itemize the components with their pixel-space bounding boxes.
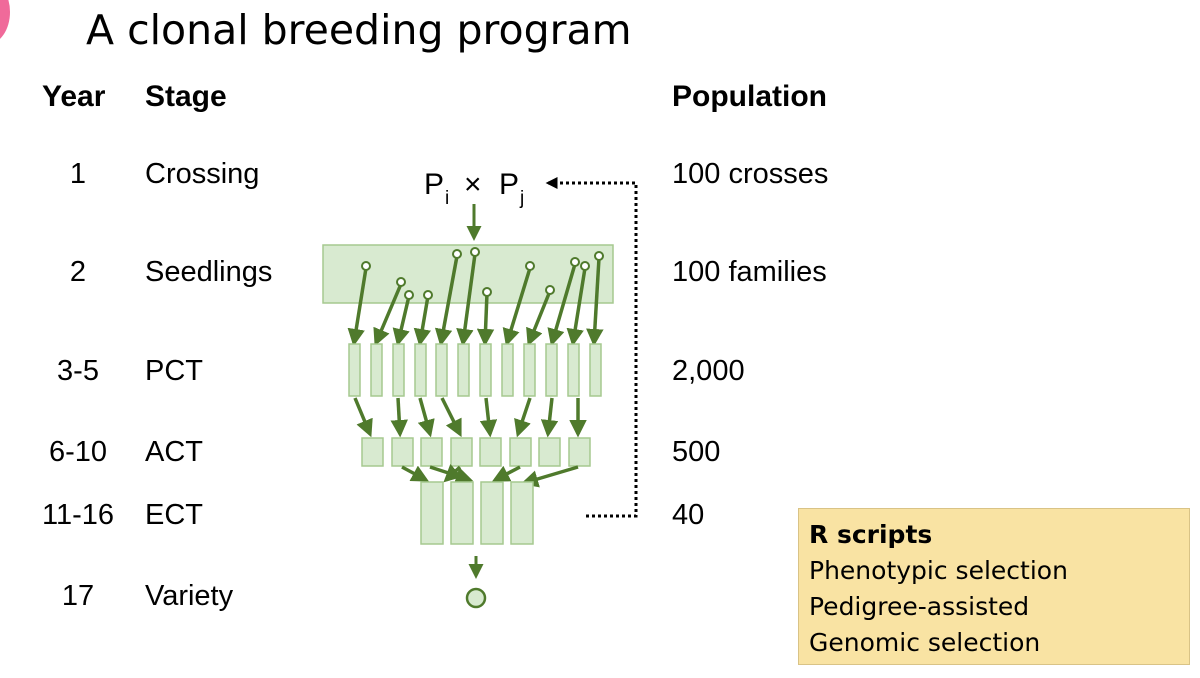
header-stage: Stage: [145, 80, 227, 113]
r-script-item-genomic: Genomic selection: [809, 628, 1041, 657]
stage-crossing: Crossing: [145, 158, 260, 190]
year-variety: 17: [61, 580, 95, 612]
r-scripts-title: R scripts: [809, 520, 933, 549]
stage-ect: ECT: [145, 499, 203, 531]
year-seedlings: 2: [69, 256, 87, 288]
slide-title: A clonal breeding program: [86, 6, 632, 54]
seedling-to-pct-arrows: [347, 253, 604, 347]
act-to-ect-arrows: [401, 464, 579, 488]
parent-j-subscript: j: [519, 188, 524, 209]
stage-pct: PCT: [145, 355, 203, 387]
variety-node: [465, 587, 487, 609]
r-script-item-phenotypic: Phenotypic selection: [809, 556, 1068, 585]
population-crossing: 100 crosses: [672, 158, 829, 190]
cross-symbol: ×: [464, 168, 482, 201]
stage-variety: Variety: [145, 580, 234, 612]
year-pct: 3-5: [57, 355, 99, 387]
population-ect: 40: [672, 499, 705, 531]
parent-i-label: P: [424, 168, 444, 201]
header-year: Year: [42, 80, 106, 113]
cross-label: P i × P j: [424, 168, 524, 209]
year-act: 6-10: [48, 436, 108, 468]
seedling-nodes: [361, 247, 604, 300]
r-scripts-note: R scripts Phenotypic selection Pedigree-…: [798, 508, 1190, 665]
parent-i-subscript: i: [445, 188, 449, 209]
slide-accent-dot: [0, 0, 10, 44]
year-crossing: 1: [69, 158, 87, 190]
year-ect: 11-16: [41, 499, 115, 531]
stage-act: ACT: [145, 436, 203, 468]
population-act: 500: [672, 436, 721, 468]
parent-j-label: P: [499, 168, 519, 201]
pct-to-act-arrows: [353, 397, 587, 438]
stage-seedlings: Seedlings: [145, 256, 273, 288]
act-plots: [361, 437, 591, 467]
population-seedlings: 100 families: [672, 256, 827, 288]
population-pct: 2,000: [672, 355, 745, 387]
ect-plots: [420, 481, 534, 545]
pct-plots: [348, 343, 602, 397]
header-population: Population: [672, 80, 827, 113]
recycling-feedback-line: [545, 177, 638, 518]
r-script-item-pedigree: Pedigree-assisted: [809, 592, 1030, 621]
